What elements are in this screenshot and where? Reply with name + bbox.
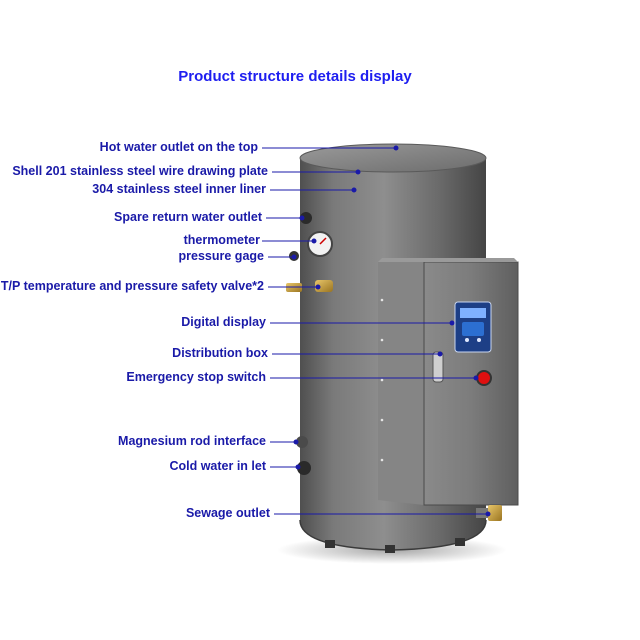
distribution-box <box>378 258 519 506</box>
label-digital-display: Digital display <box>181 315 266 329</box>
door-handle <box>432 351 444 383</box>
leader-lines <box>262 145 491 517</box>
label-hot-water-outlet: Hot water outlet on the top <box>99 140 258 154</box>
label-distribution-box: Distribution box <box>172 346 268 360</box>
label-inner-liner: 304 stainless steel inner liner <box>92 182 266 196</box>
emergency-stop-button <box>476 370 492 386</box>
cold-water-inlet-fitting <box>297 461 311 475</box>
magnesium-rod-fitting <box>296 436 308 448</box>
label-pressure-gage: pressure gage <box>178 249 264 263</box>
label-shell: Shell 201 stainless steel wire drawing p… <box>12 164 268 178</box>
thermometer-gauge <box>307 231 333 257</box>
label-spare-return: Spare return water outlet <box>114 210 262 224</box>
label-magnesium-rod: Magnesium rod interface <box>118 434 266 448</box>
sewage-outlet-valve <box>476 505 502 521</box>
spare-return-fitting <box>300 212 312 224</box>
digital-display <box>454 301 492 353</box>
label-thermometer: thermometer <box>183 233 260 247</box>
label-emergency-stop: Emergency stop switch <box>126 370 266 384</box>
label-cold-water-inlet: Cold water in let <box>169 459 266 473</box>
label-sewage-outlet: Sewage outlet <box>185 506 270 520</box>
label-tp-valve: T/P temperature and pressure safety valv… <box>0 279 264 293</box>
page-title: Product structure details display <box>178 68 412 85</box>
